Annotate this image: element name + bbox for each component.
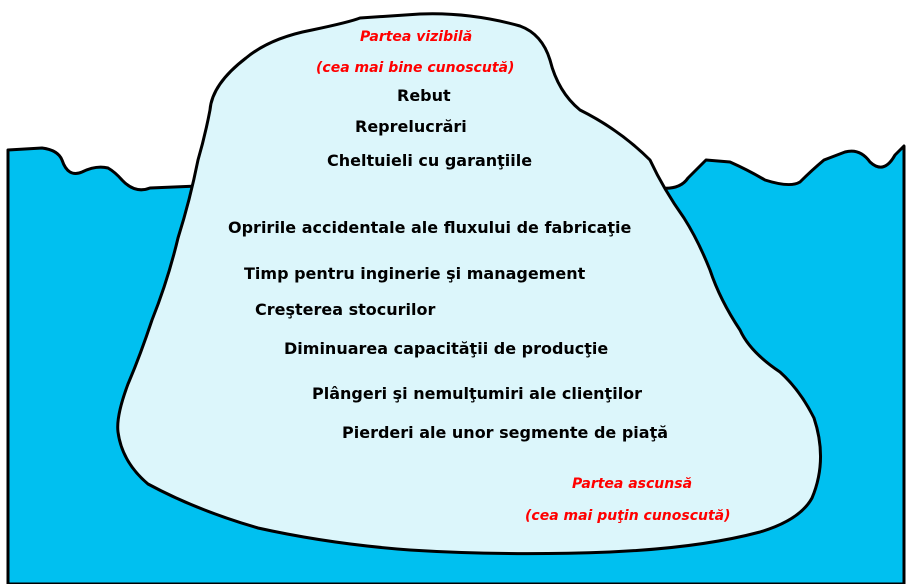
- visible-item-cheltuieli-garantii: Cheltuieli cu garanţiile: [327, 151, 533, 170]
- hidden-part-title: Partea ascunsă: [572, 476, 693, 492]
- hidden-item-plangeri: Plângeri şi nemulţumiri ale clienţilor: [312, 384, 643, 403]
- visible-part-subtitle: (cea mai bine cunoscută): [316, 60, 515, 76]
- visible-item-rebut: Rebut: [397, 86, 451, 105]
- visible-item-reprelucrari: Reprelucrări: [355, 117, 467, 136]
- hidden-part-subtitle: (cea mai puţin cunoscută): [525, 508, 731, 524]
- hidden-item-timp-inginerie: Timp pentru inginerie şi management: [244, 264, 586, 283]
- hidden-item-pierderi-piata: Pierderi ale unor segmente de piaţă: [342, 423, 669, 442]
- hidden-item-diminuare-capacitate: Diminuarea capacităţii de producţie: [284, 339, 609, 358]
- visible-part-title: Partea vizibilă: [360, 29, 473, 45]
- hidden-item-opriri: Opririle accidentale ale fluxului de fab…: [228, 218, 632, 237]
- hidden-item-crestere-stocuri: Creşterea stocurilor: [255, 300, 436, 319]
- iceberg: [116, 12, 822, 556]
